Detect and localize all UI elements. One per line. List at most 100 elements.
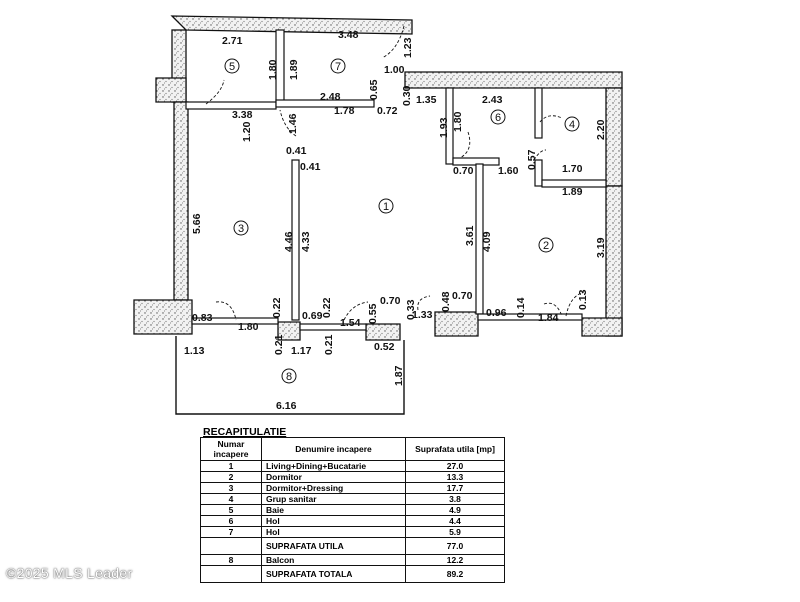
dim-0.13: 0.13 [577,289,589,310]
dim-0.41-a: 0.41 [286,145,307,157]
header-name: Denumire incapere [261,437,406,461]
total-area-label: SUPRAFATA TOTALA [261,565,406,583]
dim-0.69: 0.69 [302,310,323,322]
row-num: 2 [200,471,262,483]
row-num: 3 [200,482,262,494]
row-num: 1 [200,460,262,472]
interior-walls [185,29,607,331]
util-area-label: SUPRAFATA UTILA [261,537,406,555]
dim-1.78: 1.78 [334,105,355,117]
row-area: 4.4 [405,515,505,527]
room-label-1: 1 [378,198,394,214]
dim-1.87: 1.87 [393,365,405,386]
dim-0.96: 0.96 [486,307,507,319]
dim-1.60: 1.60 [498,165,519,177]
dim-0.70-a: 0.70 [453,165,474,177]
dim-1.13: 1.13 [184,345,205,357]
dim-1.89: 1.89 [288,59,300,80]
dim-1.54: 1.54 [340,317,361,329]
dim-0.83: 0.83 [192,312,213,324]
row-area: 4.9 [405,504,505,516]
dim-2.43: 2.43 [482,94,503,106]
row-num: 7 [200,526,262,538]
dim-0.22-a: 0.22 [271,297,283,318]
svg-text:5: 5 [229,61,235,73]
dim-0.65: 0.65 [368,79,380,100]
svg-text:4: 4 [569,119,575,131]
dim-4.33: 4.33 [300,231,312,252]
dim-1.70: 1.70 [562,163,583,175]
dim-0.41-b: 0.41 [300,161,321,173]
svg-text:2: 2 [543,240,549,252]
room-label-6: 6 [490,109,506,125]
dim-2.20: 2.20 [595,119,607,140]
dim-0.22-b: 0.22 [321,297,333,318]
exterior-walls [133,15,623,341]
dim-0.72: 0.72 [377,105,398,117]
vertical-dimensions: 1.23 1.80 1.89 0.65 0.30 1.20 1.46 1.93 … [191,37,607,386]
dim-0.57: 0.57 [526,149,538,170]
dim-1.33: 1.33 [412,309,433,321]
dim-3.38: 3.38 [232,109,253,121]
dim-0.21-b: 0.21 [323,334,335,355]
table-row: 2 Dormitor 13.3 [200,471,505,483]
row-name: Grup sanitar [261,493,406,505]
balcony-outline [175,336,405,415]
dim-1.35: 1.35 [416,94,437,106]
dim-1.84: 1.84 [538,312,559,324]
dim-4.09: 4.09 [481,231,493,252]
header-area: Suprafata utila [mp] [405,437,505,461]
dim-1.46: 1.46 [287,113,299,134]
dim-1.23: 1.23 [402,37,414,58]
row-name: Hol [261,515,406,527]
svg-text:3: 3 [238,223,244,235]
room-labels: 5 7 6 4 1 3 2 8 [224,58,580,384]
row-name: Baie [261,504,406,516]
balcony-name: Balcon [261,554,406,566]
util-area-value: 77.0 [405,537,505,555]
row-num: 6 [200,515,262,527]
dim-3.61: 3.61 [464,225,476,246]
row-name: Dormitor [261,471,406,483]
dim-0.14: 0.14 [515,297,527,318]
row-area: 3.8 [405,493,505,505]
svg-text:6: 6 [495,112,501,124]
room-label-7: 7 [330,58,346,74]
dim-1.80-a: 1.80 [267,59,279,80]
dim-0.30: 0.30 [401,85,413,106]
row-area: 17.7 [405,482,505,494]
balcony-num: 8 [200,554,262,566]
recap-header-row: Numar incapere Denumire incapere Suprafa… [200,437,505,461]
row-name: Living+Dining+Bucatarie [261,460,406,472]
util-area-row: SUPRAFATA UTILA 77.0 [200,537,505,555]
room-label-5: 5 [224,58,240,74]
watermark: ©2025 MLS Leader [6,565,133,581]
dim-6.16: 6.16 [276,400,297,412]
dim-3.48: 3.48 [338,29,359,41]
table-row: 7 Hol 5.9 [200,526,505,538]
dim-4.46: 4.46 [283,231,295,252]
dim-0.55: 0.55 [367,303,379,324]
svg-text:7: 7 [335,61,341,73]
balcony-row: 8 Balcon 12.2 [200,554,505,566]
dim-1.20: 1.20 [241,121,253,142]
dim-0.70-c: 0.70 [452,290,473,302]
total-area-value: 89.2 [405,565,505,583]
svg-text:8: 8 [286,371,292,383]
dim-0.52: 0.52 [374,341,395,353]
row-area: 13.3 [405,471,505,483]
room-label-2: 2 [538,237,554,253]
dim-1.00: 1.00 [384,64,405,76]
balcony-area: 12.2 [405,554,505,566]
row-area: 27.0 [405,460,505,472]
dim-2.48: 2.48 [320,91,341,103]
recap-title: RECAPITULATIE [203,426,287,438]
row-area: 5.9 [405,526,505,538]
room-label-3: 3 [233,220,249,236]
dim-5.66: 5.66 [191,213,203,234]
dim-1.89-b: 1.89 [562,186,583,198]
room-label-8: 8 [281,368,297,384]
table-row: 5 Baie 4.9 [200,504,505,516]
row-num: 4 [200,493,262,505]
